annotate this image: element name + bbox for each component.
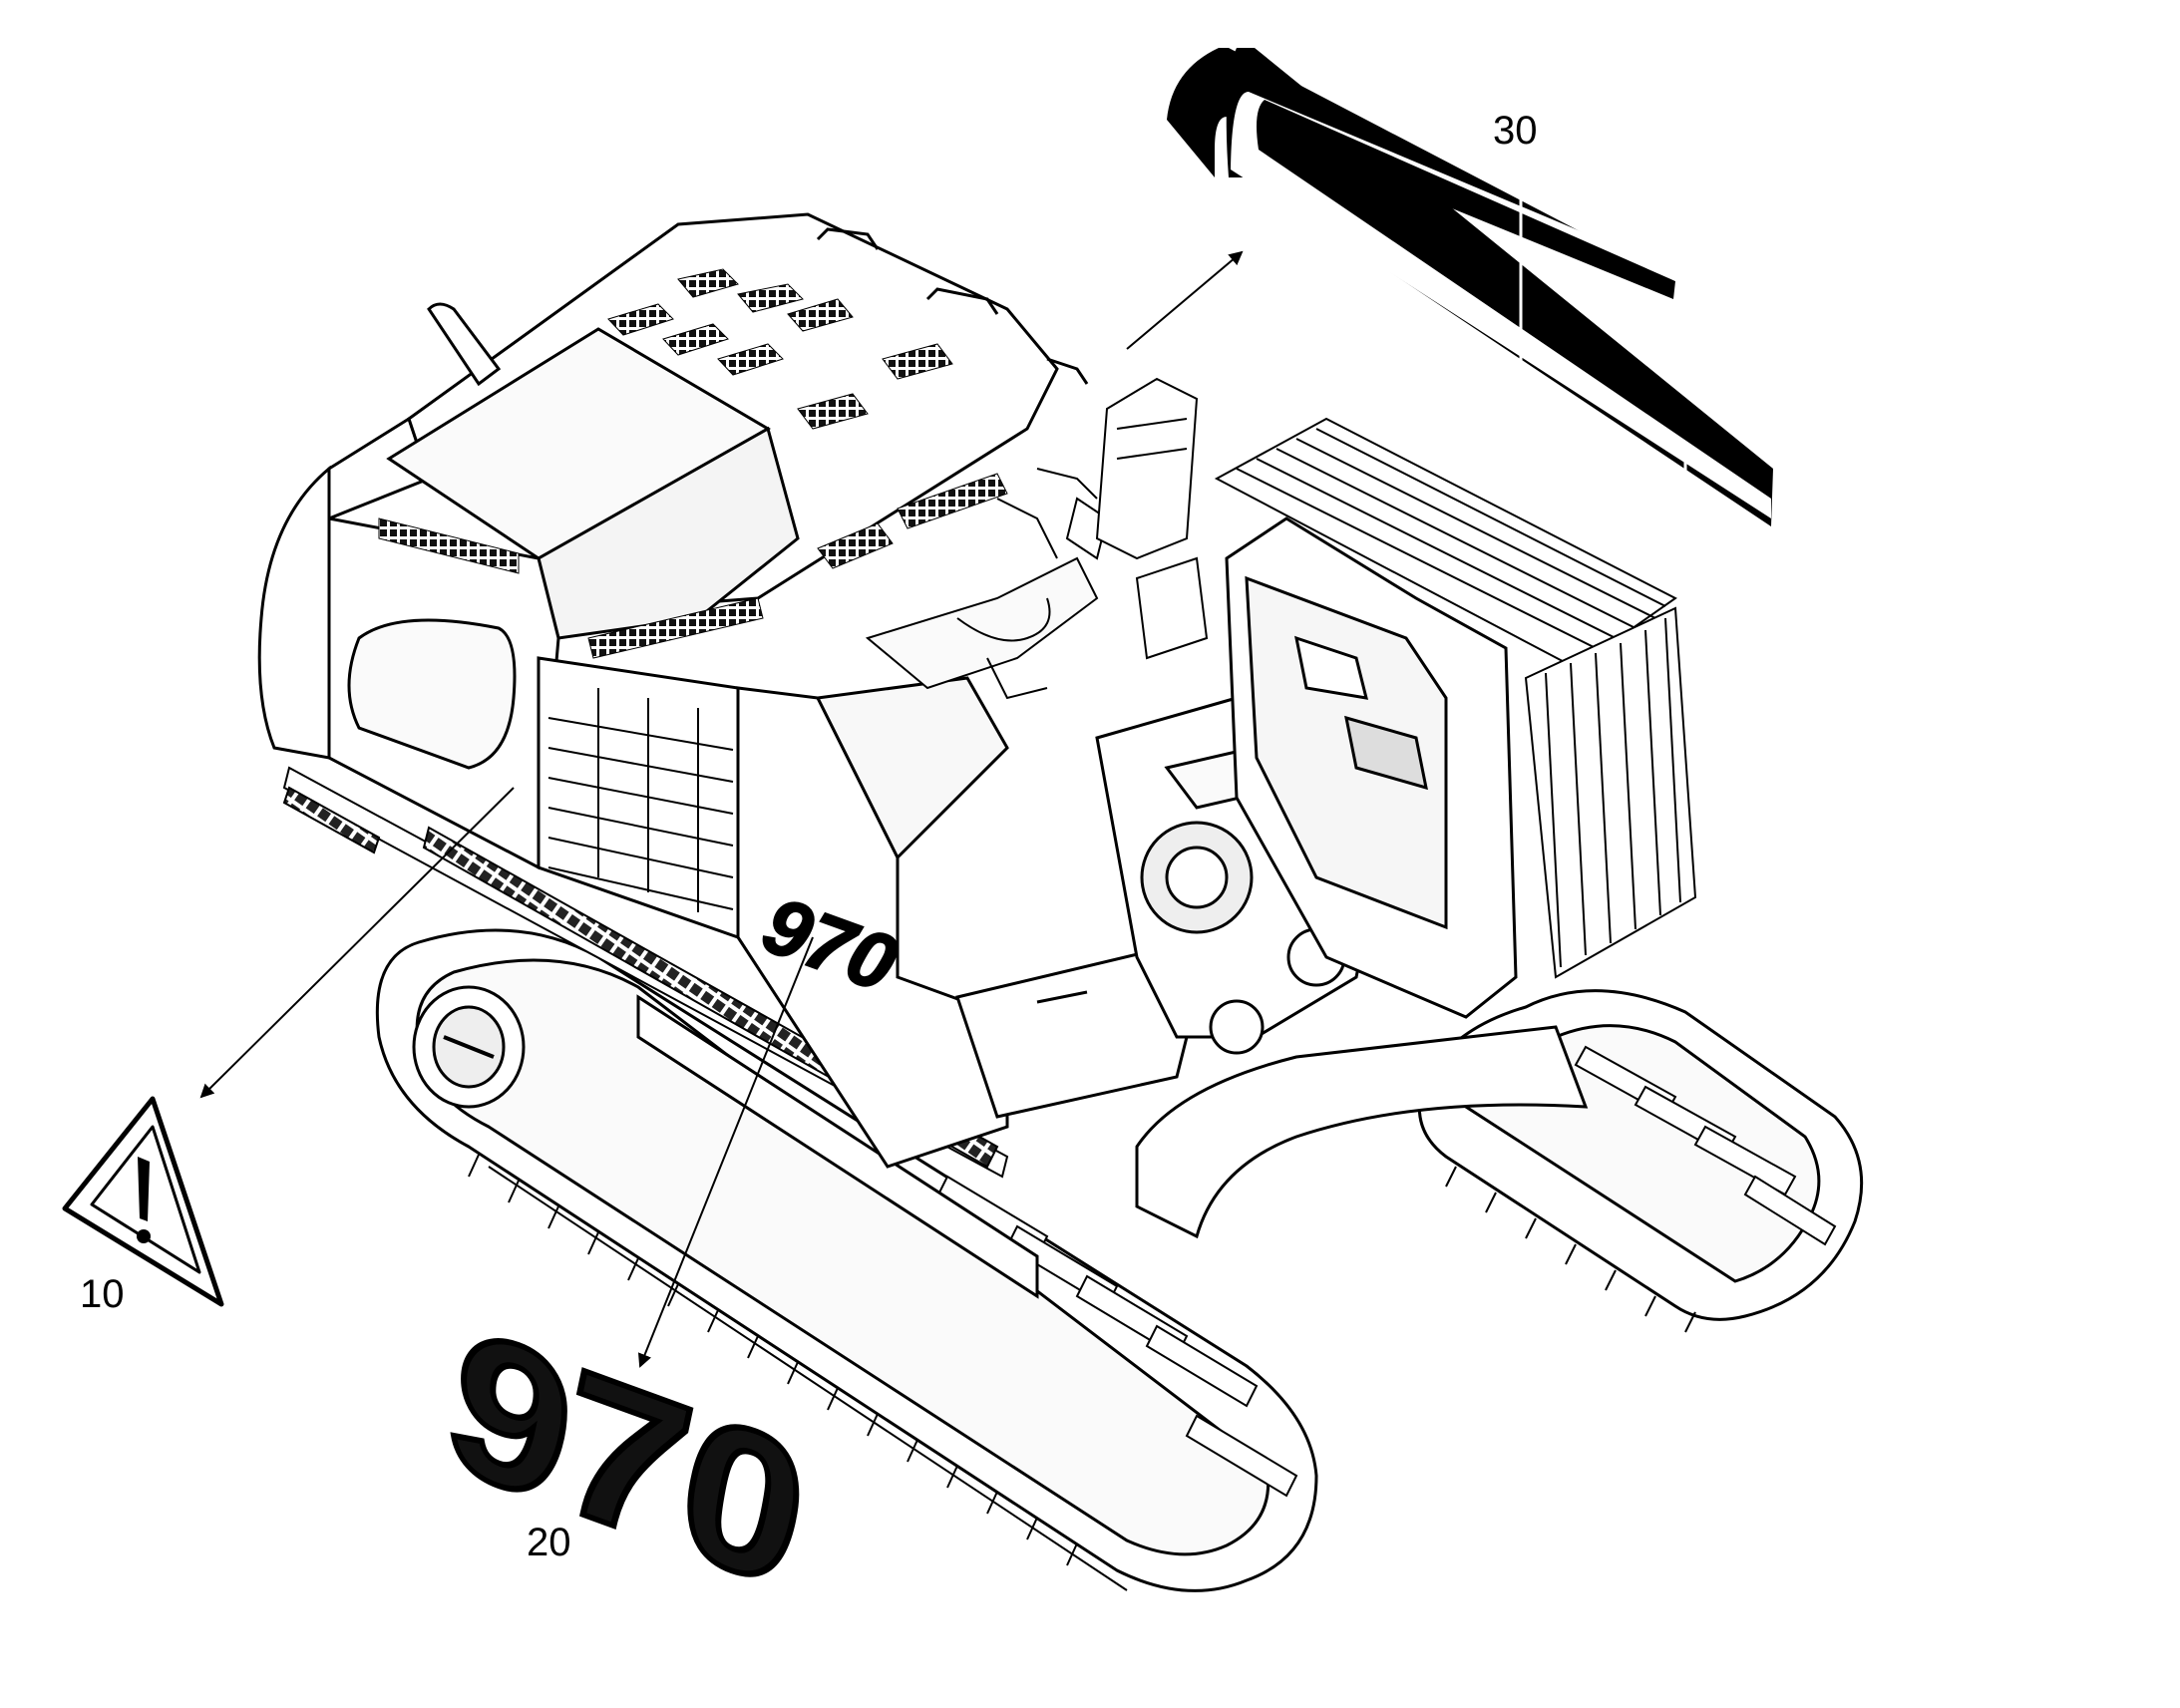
hood-vents — [607, 268, 1008, 569]
left-sprocket — [412, 985, 526, 1109]
leader-20 — [637, 936, 814, 1368]
radiator-grille-door — [537, 656, 740, 940]
tank-panel — [736, 676, 1009, 1169]
toolbox — [955, 945, 1189, 1119]
leader-30 — [1126, 250, 1244, 350]
radiator-grille-slats — [547, 688, 734, 912]
left-side-panel — [327, 516, 560, 870]
callout-label-20: 20 — [527, 1521, 571, 1564]
left-track-shoes — [468, 1154, 1078, 1566]
exhaust-stack — [427, 302, 502, 387]
model-decal-970: 970 — [446, 1273, 801, 1640]
carbody — [636, 994, 1589, 1299]
callout-label-30: 30 — [1493, 109, 1538, 153]
operator-cab — [1225, 516, 1518, 1019]
warning-triangle-icon — [62, 1096, 224, 1307]
cab-front-guard — [1524, 606, 1697, 979]
hydraulic-area — [865, 377, 1209, 700]
left-track — [375, 928, 1318, 1592]
cab-front-guard-bars — [1545, 617, 1681, 968]
decal-970-text: 970 — [449, 1276, 798, 1637]
callout-label-10: 10 — [80, 1272, 125, 1316]
right-track-top-plates — [1574, 1045, 1837, 1246]
leader-10 — [199, 787, 515, 1099]
cab-top-guard-bars — [1236, 428, 1666, 649]
cab-top-guard — [1214, 417, 1677, 670]
right-track-shoes — [1445, 1166, 1696, 1333]
handrails — [816, 227, 1089, 385]
stripe-decal — [1167, 48, 1773, 526]
counterweight — [257, 416, 431, 760]
engine-hood — [386, 212, 1059, 640]
